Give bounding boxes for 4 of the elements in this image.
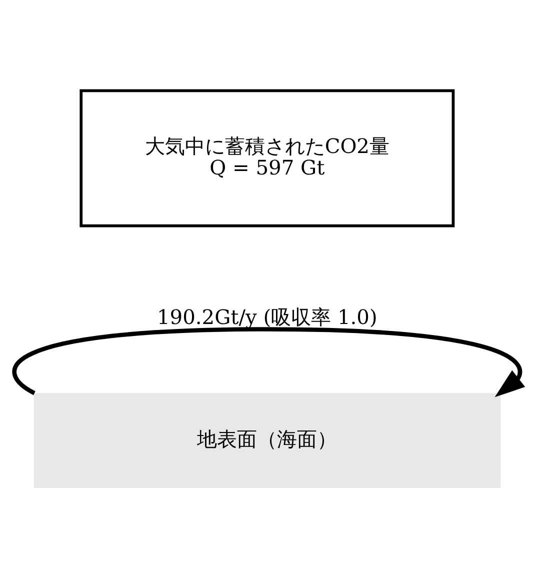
- node-box: 地表面（海面）: [34, 393, 501, 488]
- edge-label: 190.2Gt/y (吸収率 1.0): [157, 304, 378, 329]
- node-box: 大気中に蓄積されたCO2量 Q = 597 Gt: [80, 89, 455, 228]
- arrow: [12, 327, 526, 398]
